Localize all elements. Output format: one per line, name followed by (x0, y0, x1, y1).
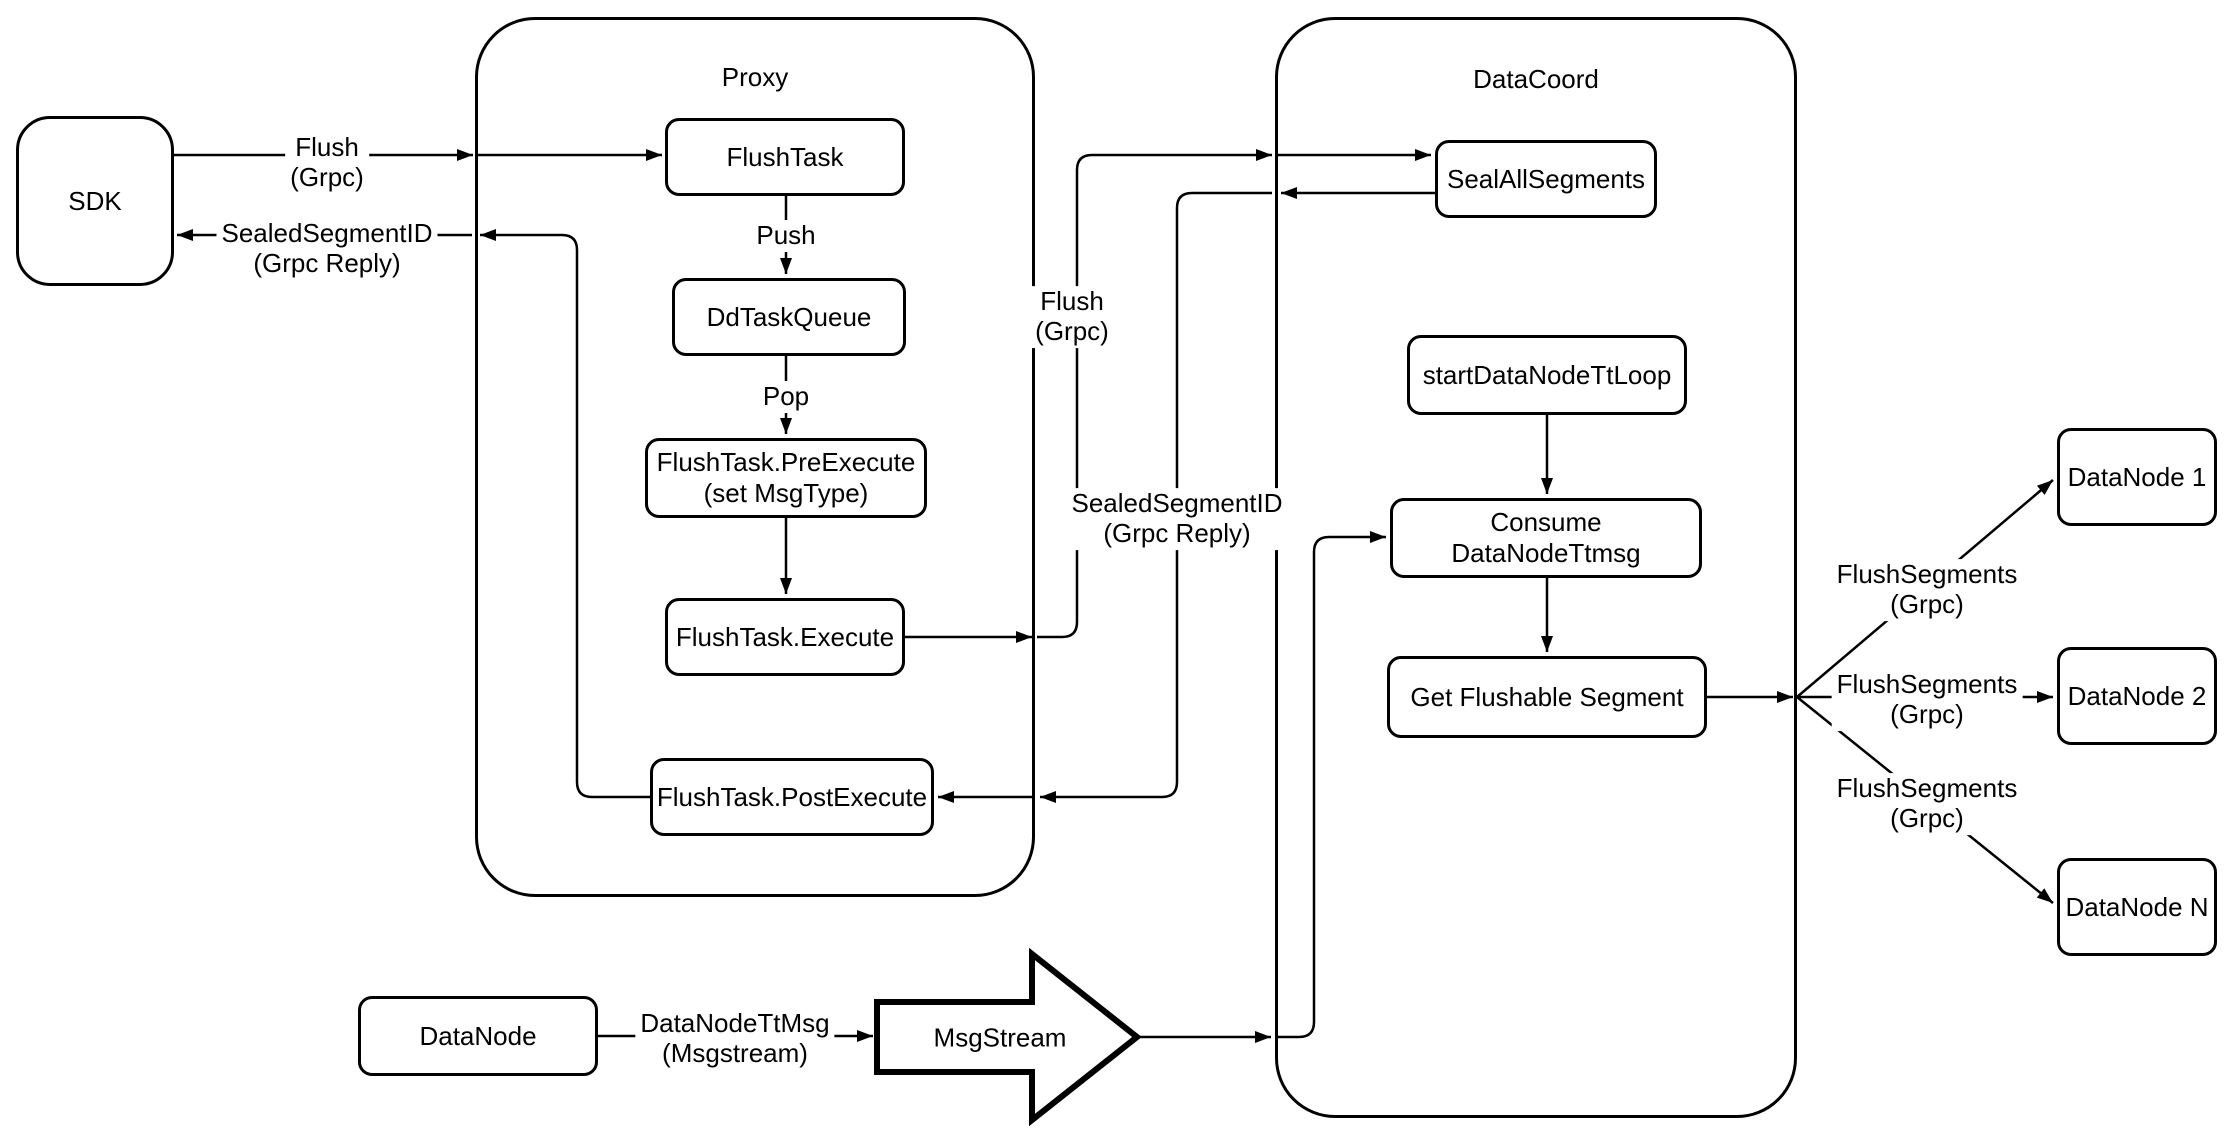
msgstream-arrow-shape (874, 947, 1142, 1127)
node-ddtaskqueue: DdTaskQueue (672, 278, 906, 356)
edge-label-flushsegments-2: FlushSegments (Grpc) (1831, 669, 2023, 731)
node-flushtask-preexecute: FlushTask.PreExecute (set MsgType) (645, 438, 927, 518)
node-datanode-2: DataNode 2 (2057, 647, 2217, 745)
node-startdatanodettloop: startDataNodeTtLoop (1407, 335, 1687, 415)
edge-flush-to-datacoord-border (1037, 149, 1272, 639)
edge-label-flushsegments-1: FlushSegments (Grpc) (1831, 559, 2023, 621)
edge-label-flush-grpc-mid: Flush (Grpc) (1030, 286, 1114, 348)
node-sdk: SDK (16, 116, 174, 286)
node-sealallsegments: SealAllSegments (1435, 140, 1657, 218)
container-datacoord (1275, 17, 1797, 1118)
node-datanode-1: DataNode 1 (2057, 428, 2217, 526)
node-flushtask-postexecute: FlushTask.PostExecute (650, 758, 934, 836)
container-datacoord-title: DataCoord (1473, 64, 1599, 94)
edge-label-push: Push (751, 220, 821, 252)
edge-postexecute-to-proxy-border (480, 229, 650, 799)
edge-label-flush-grpc-sdk: Flush (Grpc) (285, 132, 369, 194)
edge-border-to-consume (1277, 531, 1386, 1039)
node-flushtask: FlushTask (665, 118, 905, 196)
edge-label-pop: Pop (757, 381, 815, 413)
node-flushtask-execute: FlushTask.Execute (665, 598, 905, 676)
node-consume-datanodettmsg: Consume DataNodeTtmsg (1390, 498, 1702, 578)
node-get-flushable-segment: Get Flushable Segment (1387, 656, 1707, 738)
node-datanode: DataNode (358, 996, 598, 1076)
edge-label-sealedsegmentid-sdk: SealedSegmentID (Grpc Reply) (216, 218, 438, 280)
container-proxy (475, 17, 1035, 897)
msgstream-label: MsgStream (933, 1022, 1067, 1053)
edge-label-flushsegments-3: FlushSegments (Grpc) (1831, 773, 2023, 835)
edge-label-sealedsegmentid-mid: SealedSegmentID (Grpc Reply) (1066, 488, 1288, 550)
container-proxy-title: Proxy (721, 62, 789, 92)
node-datanode-n: DataNode N (2057, 858, 2217, 956)
edge-label-datanodettmsg: DataNodeTtMsg (Msgstream) (635, 1008, 835, 1070)
